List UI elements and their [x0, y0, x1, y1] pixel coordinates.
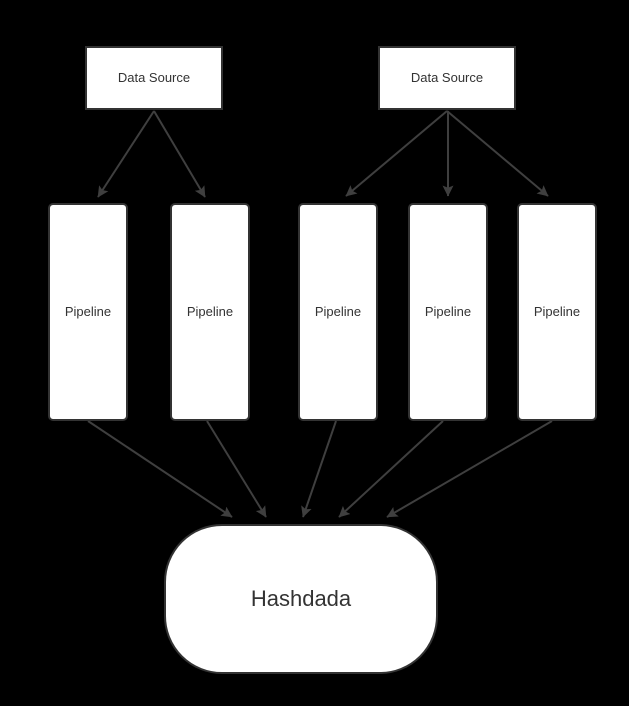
node-pipeline-5-label: Pipeline	[533, 304, 581, 320]
node-pipeline-1: Pipeline	[48, 203, 128, 421]
node-data-source-1-label: Data Source	[117, 70, 191, 86]
node-pipeline-4-label: Pipeline	[424, 304, 472, 320]
node-sink-hashdada-label: Hashdada	[250, 585, 352, 611]
node-pipeline-3-label: Pipeline	[314, 304, 362, 320]
node-pipeline-3: Pipeline	[298, 203, 378, 421]
arrow-pipeline4-to-sink	[338, 420, 444, 518]
node-data-source-2: Data Source	[378, 46, 516, 110]
node-data-source-1: Data Source	[85, 46, 223, 110]
arrow-datasource2-to-pipeline5	[446, 110, 549, 197]
node-pipeline-2: Pipeline	[170, 203, 250, 421]
arrow-pipeline5-to-sink	[386, 420, 553, 518]
arrow-datasource2-to-pipeline3	[345, 110, 448, 197]
arrow-pipeline3-to-sink	[301, 420, 337, 518]
node-pipeline-4: Pipeline	[408, 203, 488, 421]
node-data-source-2-label: Data Source	[410, 70, 484, 86]
node-sink-hashdada: Hashdada	[164, 524, 438, 674]
node-pipeline-2-label: Pipeline	[186, 304, 234, 320]
arrow-datasource1-to-pipeline1	[97, 110, 155, 198]
arrow-pipeline1-to-sink	[87, 420, 233, 518]
arrow-pipeline2-to-sink	[206, 420, 267, 518]
node-pipeline-1-label: Pipeline	[64, 304, 112, 320]
arrow-datasource1-to-pipeline2	[153, 110, 206, 198]
node-pipeline-5: Pipeline	[517, 203, 597, 421]
